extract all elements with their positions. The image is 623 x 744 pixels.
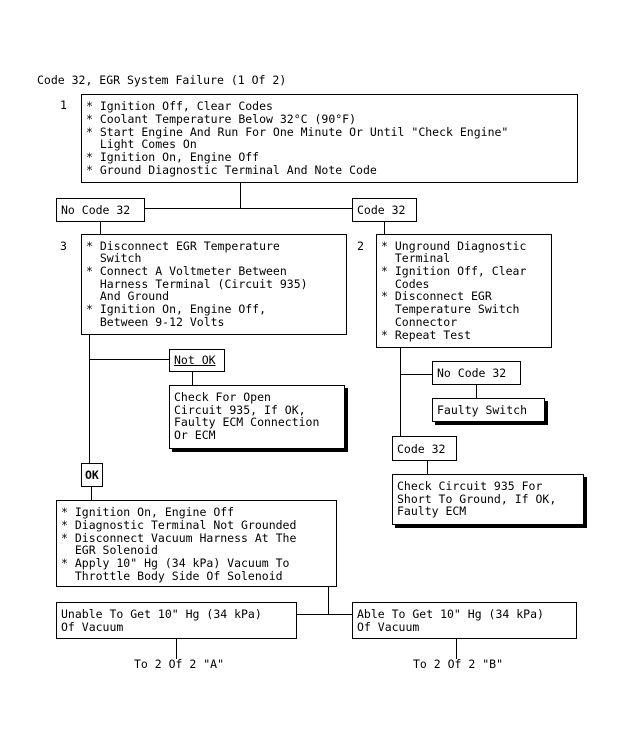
step2-box: * Unground Diagnostic Terminal * Ignitio… <box>376 234 552 348</box>
no-code-32-left-label: No Code 32 <box>61 203 131 217</box>
step2-line: Connector <box>381 315 458 329</box>
code-32-right-box: Code 32 <box>352 198 417 222</box>
code-32-lower-box: Code 32 <box>392 436 457 461</box>
faulty-switch-label: Faulty Switch <box>437 403 528 417</box>
no-code-32-right-label: No Code 32 <box>437 366 507 380</box>
connector <box>176 639 177 659</box>
connector <box>400 374 432 375</box>
step3-number: 3 <box>60 239 67 253</box>
ok-box: OK <box>81 463 103 487</box>
step4-line: * Ignition On, Engine Off <box>61 505 235 519</box>
unable-box: Unable To Get 10" Hg (34 kPa) Of Vacuum <box>56 602 297 639</box>
connector <box>328 587 329 614</box>
connector <box>89 359 169 360</box>
check-open-line: Check For Open <box>174 390 271 404</box>
connector <box>476 385 477 398</box>
step4-line: * Disconnect Vacuum Harness At The <box>61 531 297 545</box>
goto-a: To 2 Of 2 "A" <box>134 657 225 671</box>
goto-b: To 2 Of 2 "B" <box>413 657 504 671</box>
page-title: Code 32, EGR System Failure (1 Of 2) <box>37 73 287 87</box>
step2-line: * Ignition Off, Clear <box>381 264 527 278</box>
step3-line: Between 9-12 Volts <box>86 315 225 329</box>
code-32-lower-label: Code 32 <box>397 442 446 456</box>
connector <box>100 222 101 234</box>
step2-line: * Repeat Test <box>381 328 472 342</box>
step3-line: * Disconnect EGR Temperature <box>86 239 280 253</box>
faulty-switch-box: Faulty Switch <box>432 398 545 422</box>
step2-line: Terminal <box>381 251 451 265</box>
step2-number: 2 <box>357 239 364 253</box>
step4-line: * Apply 10" Hg (34 kPa) Vacuum To <box>61 556 290 570</box>
unable-line: Unable To Get 10" Hg (34 kPa) <box>61 607 262 621</box>
check-short-line: Short To Ground, If OK, <box>397 492 557 506</box>
step3-line: * Connect A Voltmeter Between <box>86 264 287 278</box>
step2-line: * Unground Diagnostic <box>381 239 527 253</box>
code-32-right-label: Code 32 <box>357 203 406 217</box>
not-ok-label: Not OK <box>174 353 216 367</box>
check-open-line: Faulty ECM Connection <box>174 415 320 429</box>
connector <box>297 614 352 615</box>
check-short-box: Check Circuit 935 For Short To Ground, I… <box>392 474 584 525</box>
unable-line: Of Vacuum <box>61 620 124 634</box>
connector <box>192 372 193 385</box>
step4-line: * Diagnostic Terminal Not Grounded <box>61 518 297 532</box>
not-ok-box: Not OK <box>169 349 225 372</box>
check-open-box: Check For Open Circuit 935, If OK, Fault… <box>169 385 345 449</box>
step2-line: * Disconnect EGR <box>381 289 492 303</box>
connector <box>91 487 92 500</box>
connector <box>427 461 428 474</box>
step1-line: Light Comes On <box>86 137 197 151</box>
step3-line: And Ground <box>86 289 170 303</box>
connector <box>240 183 241 208</box>
check-short-line: Faulty ECM <box>397 504 467 518</box>
able-box: Able To Get 10" Hg (34 kPa) Of Vacuum <box>352 602 577 639</box>
step4-box: * Ignition On, Engine Off * Diagnostic T… <box>56 500 337 587</box>
no-code-32-right-box: No Code 32 <box>432 361 521 385</box>
ok-label: OK <box>85 468 99 482</box>
step1-line: * Ignition Off, Clear Codes <box>86 99 273 113</box>
check-short-line: Check Circuit 935 For <box>397 479 543 493</box>
step1-line: * Start Engine And Run For One Minute Or… <box>86 125 509 139</box>
step4-line: Throttle Body Side Of Solenoid <box>61 569 283 583</box>
step4-line: EGR Solenoid <box>61 543 158 557</box>
step1-box: * Ignition Off, Clear Codes * Coolant Te… <box>81 94 578 183</box>
check-open-line: Circuit 935, If OK, <box>174 403 306 417</box>
connector <box>400 348 401 436</box>
step2-line: Temperature Switch <box>381 302 520 316</box>
step3-line: * Ignition On, Engine Off, <box>86 302 267 316</box>
check-open-line: Or ECM <box>174 428 216 442</box>
step3-line: Harness Terminal (Circuit 935) <box>86 277 308 291</box>
connector <box>384 222 385 234</box>
connector <box>89 335 90 463</box>
step3-line: Switch <box>86 251 142 265</box>
able-line: Of Vacuum <box>357 620 420 634</box>
step3-box: * Disconnect EGR Temperature Switch * Co… <box>81 234 347 335</box>
able-line: Able To Get 10" Hg (34 kPa) <box>357 607 544 621</box>
step2-line: Codes <box>381 277 430 291</box>
step1-line: * Coolant Temperature Below 32°C (90°F) <box>86 112 357 126</box>
step1-line: * Ignition On, Engine Off <box>86 150 260 164</box>
connector <box>456 639 457 659</box>
connector <box>145 208 353 209</box>
step1-line: * Ground Diagnostic Terminal And Note Co… <box>86 163 377 177</box>
no-code-32-left-box: No Code 32 <box>56 198 145 222</box>
step1-number: 1 <box>60 98 67 112</box>
